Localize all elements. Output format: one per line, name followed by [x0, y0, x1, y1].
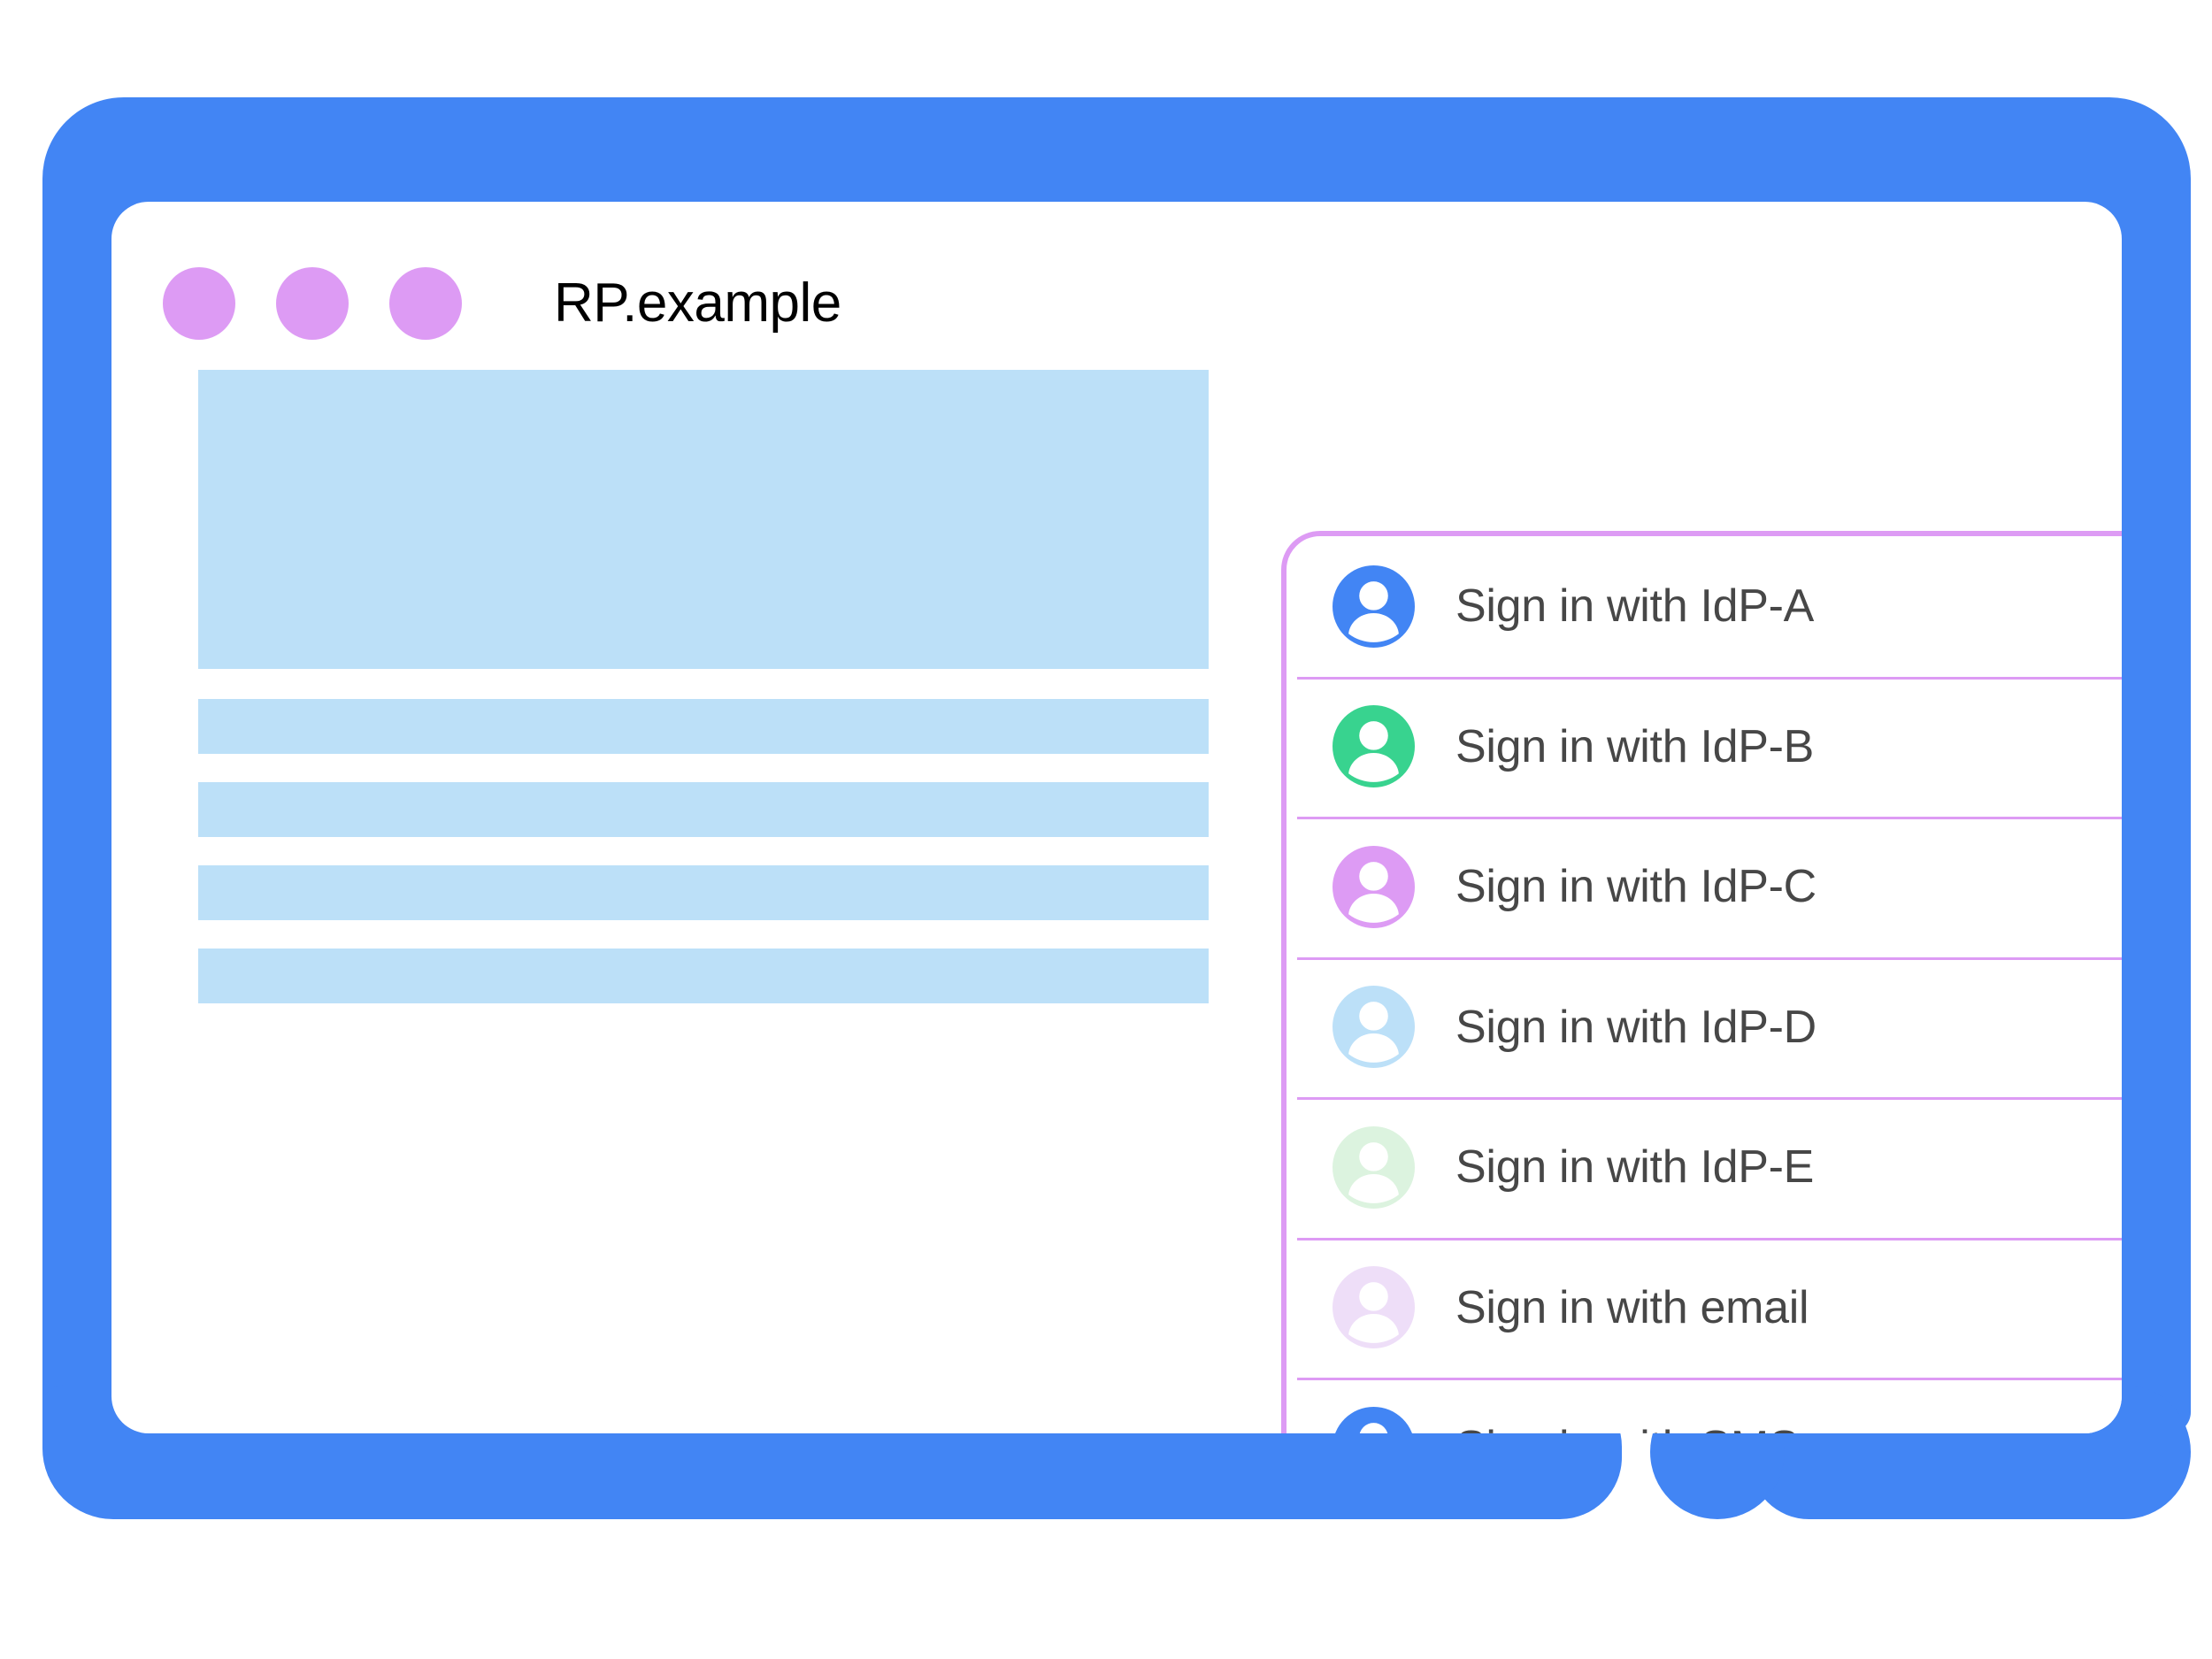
signin-option-label: Sign in with email	[1455, 1281, 1809, 1333]
signin-option-row[interactable]: Sign in with IdP-A	[1286, 536, 2122, 677]
signin-option-row[interactable]: Sign in with IdP-C	[1286, 817, 2122, 957]
signin-option-label: Sign in with IdP-E	[1455, 1141, 1815, 1194]
content-placeholder-bar	[198, 782, 1209, 837]
content-placeholder-bar	[198, 865, 1209, 920]
account-avatar-icon	[1333, 845, 1415, 928]
signin-option-label: Sign in with IdP-A	[1455, 580, 1815, 633]
account-chooser-panel: Sign in with IdP-A Sign in with IdP-B Sign…	[1281, 531, 2122, 1433]
account-avatar-icon	[1333, 705, 1415, 788]
window-dot-maximize-icon[interactable]	[389, 267, 462, 340]
signin-option-row[interactable]: Sign in with email	[1286, 1237, 2122, 1379]
signin-option-row[interactable]: Sign in with IdP-E	[1286, 1097, 2122, 1238]
browser-title-bar: RP.example	[111, 202, 2122, 366]
signin-option-label: Sign in with SMS	[1455, 1421, 1800, 1433]
window-dot-minimize-icon[interactable]	[276, 267, 349, 340]
account-avatar-icon	[1333, 1125, 1415, 1209]
signin-option-label: Sign in with IdP-D	[1455, 1001, 1816, 1053]
signin-option-row[interactable]: Sign in with IdP-B	[1286, 676, 2122, 818]
content-placeholder-hero	[198, 370, 1209, 669]
signin-option-label: Sign in with IdP-B	[1455, 720, 1815, 772]
window-dot-close-icon[interactable]	[163, 267, 235, 340]
account-avatar-icon	[1333, 1266, 1415, 1349]
account-avatar-icon	[1333, 986, 1415, 1069]
page-content-placeholders	[198, 370, 1209, 1032]
content-placeholder-bar	[198, 949, 1209, 1003]
signin-option-row[interactable]: Sign in with IdP-D	[1286, 956, 2122, 1098]
signin-option-list: Sign in with IdP-A Sign in with IdP-B Sign…	[1286, 536, 2122, 1433]
account-avatar-icon	[1333, 1406, 1415, 1433]
account-avatar-icon	[1333, 565, 1415, 648]
signin-option-label: Sign in with IdP-C	[1455, 861, 1816, 913]
page-title: RP.example	[554, 273, 841, 334]
signin-option-row[interactable]: Sign in with SMS	[1286, 1378, 2122, 1433]
content-placeholder-bar	[198, 699, 1209, 754]
